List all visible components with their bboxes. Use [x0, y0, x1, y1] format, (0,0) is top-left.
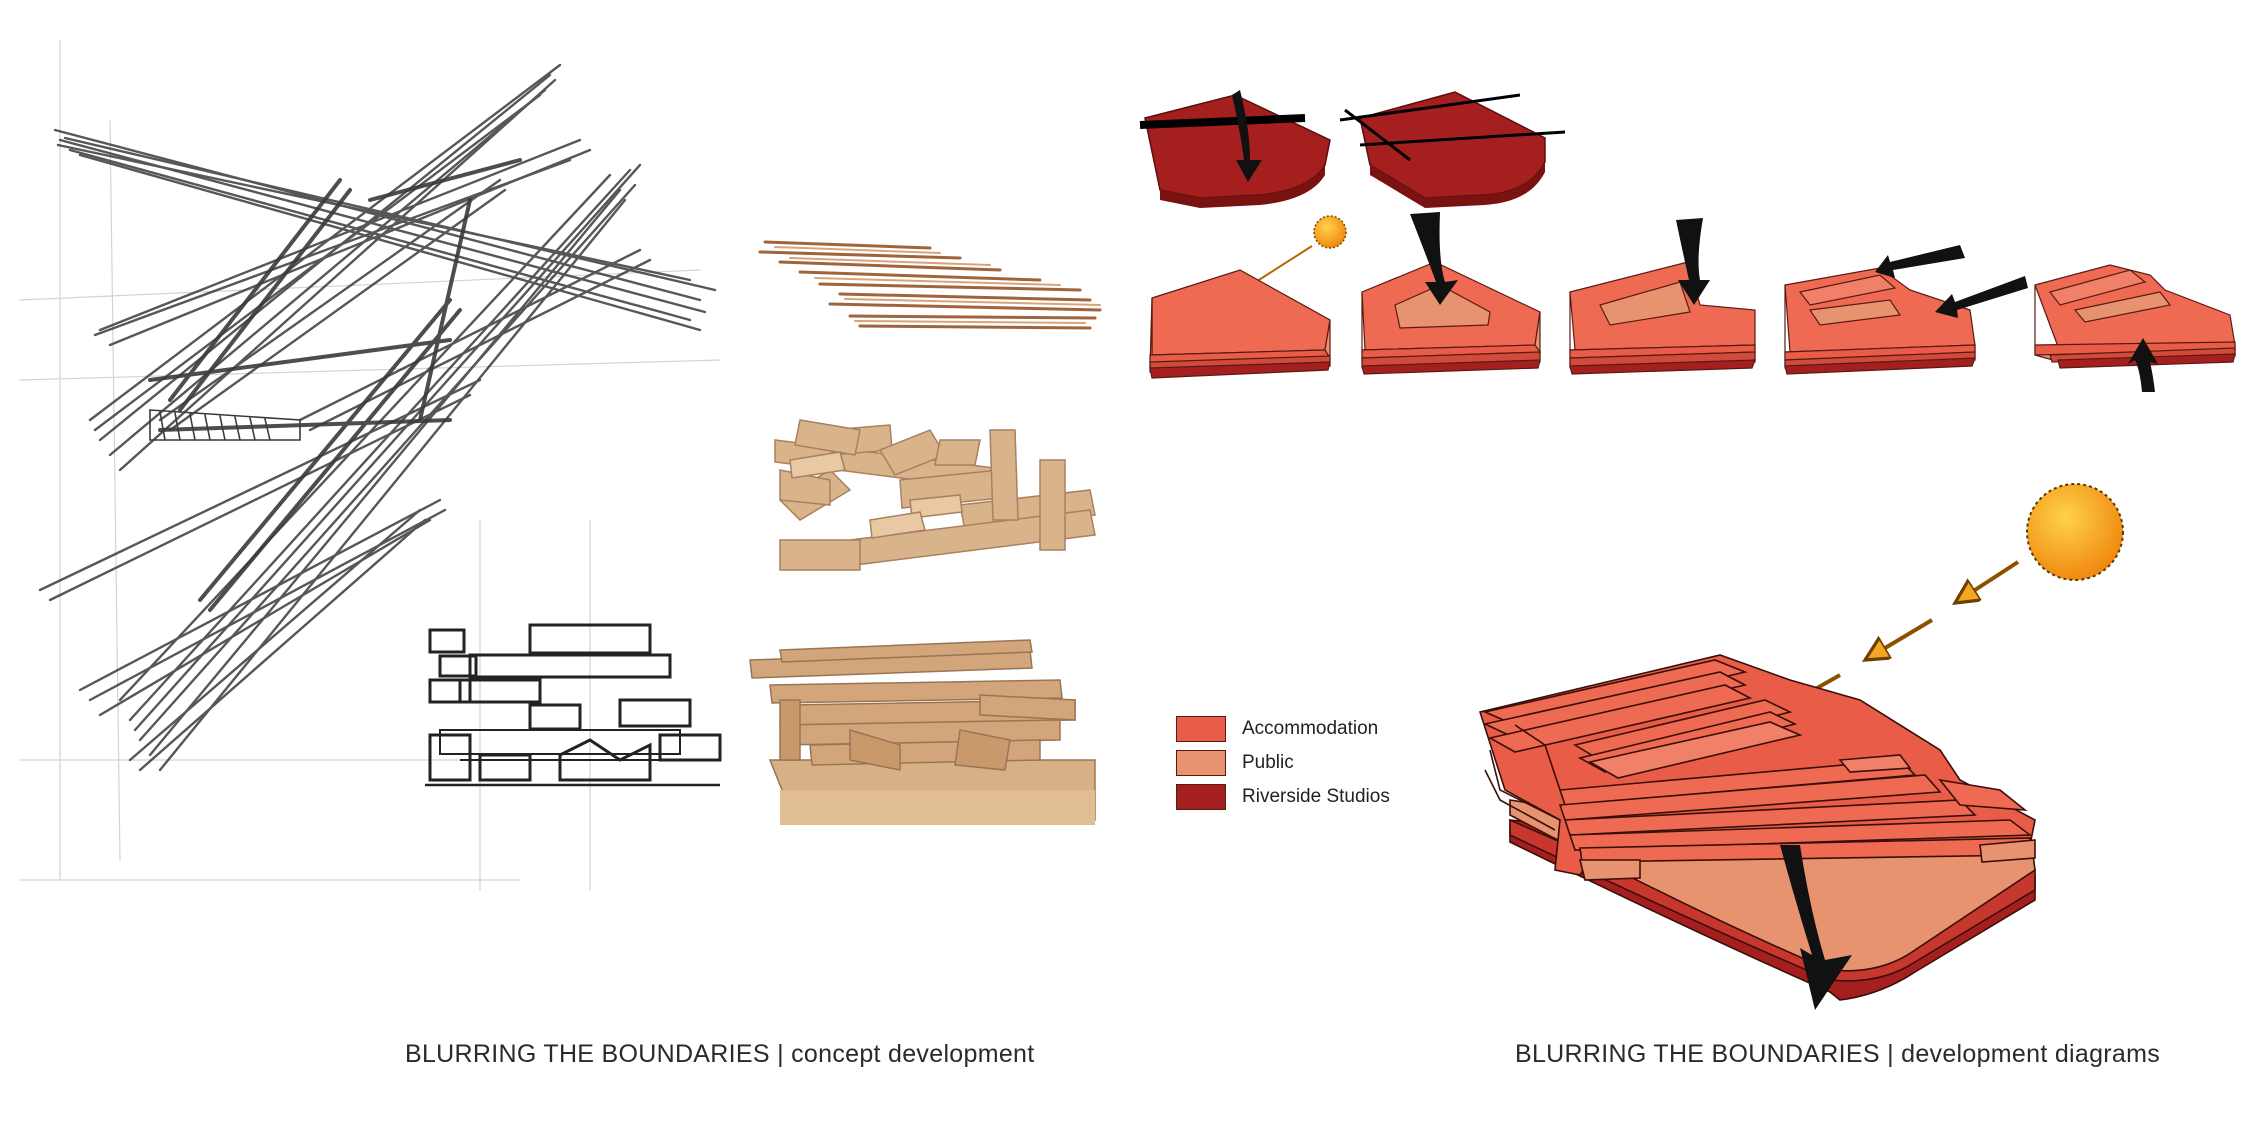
cardboard-blocks-model — [775, 420, 1095, 570]
large-development-diagram — [1480, 655, 2035, 1010]
development-step-1 — [1150, 270, 1330, 378]
legend-swatch-accommodation — [1176, 716, 1226, 742]
caption-development-diagrams: BLURRING THE BOUNDARIES | development di… — [1515, 1040, 2160, 1069]
pencil-elevation-sketch — [425, 625, 720, 785]
cardboard-layered-model — [750, 640, 1095, 825]
legend-label: Accommodation — [1242, 718, 1378, 740]
development-step-4 — [1785, 245, 2028, 374]
legend-swatch-riverside-studios — [1176, 784, 1226, 810]
legend: Accommodation Public Riverside Studios — [1176, 712, 1390, 814]
cardboard-strips-model — [760, 242, 1100, 328]
development-step-5 — [2035, 265, 2235, 392]
sun-icon-large — [2027, 484, 2123, 580]
development-step-3 — [1570, 218, 1755, 374]
legend-swatch-public — [1176, 750, 1226, 776]
legend-label: Public — [1242, 752, 1294, 774]
pencil-concept-sketch — [20, 40, 720, 890]
caption-concept-development: BLURRING THE BOUNDARIES | concept develo… — [405, 1040, 1034, 1069]
legend-item-accommodation: Accommodation — [1176, 712, 1390, 746]
development-step-2 — [1362, 212, 1540, 374]
legend-label: Riverside Studios — [1242, 786, 1390, 808]
riverside-block-2 — [1340, 92, 1565, 208]
legend-item-public: Public — [1176, 746, 1390, 780]
riverside-block-1 — [1140, 90, 1330, 208]
legend-item-riverside-studios: Riverside Studios — [1176, 780, 1390, 814]
